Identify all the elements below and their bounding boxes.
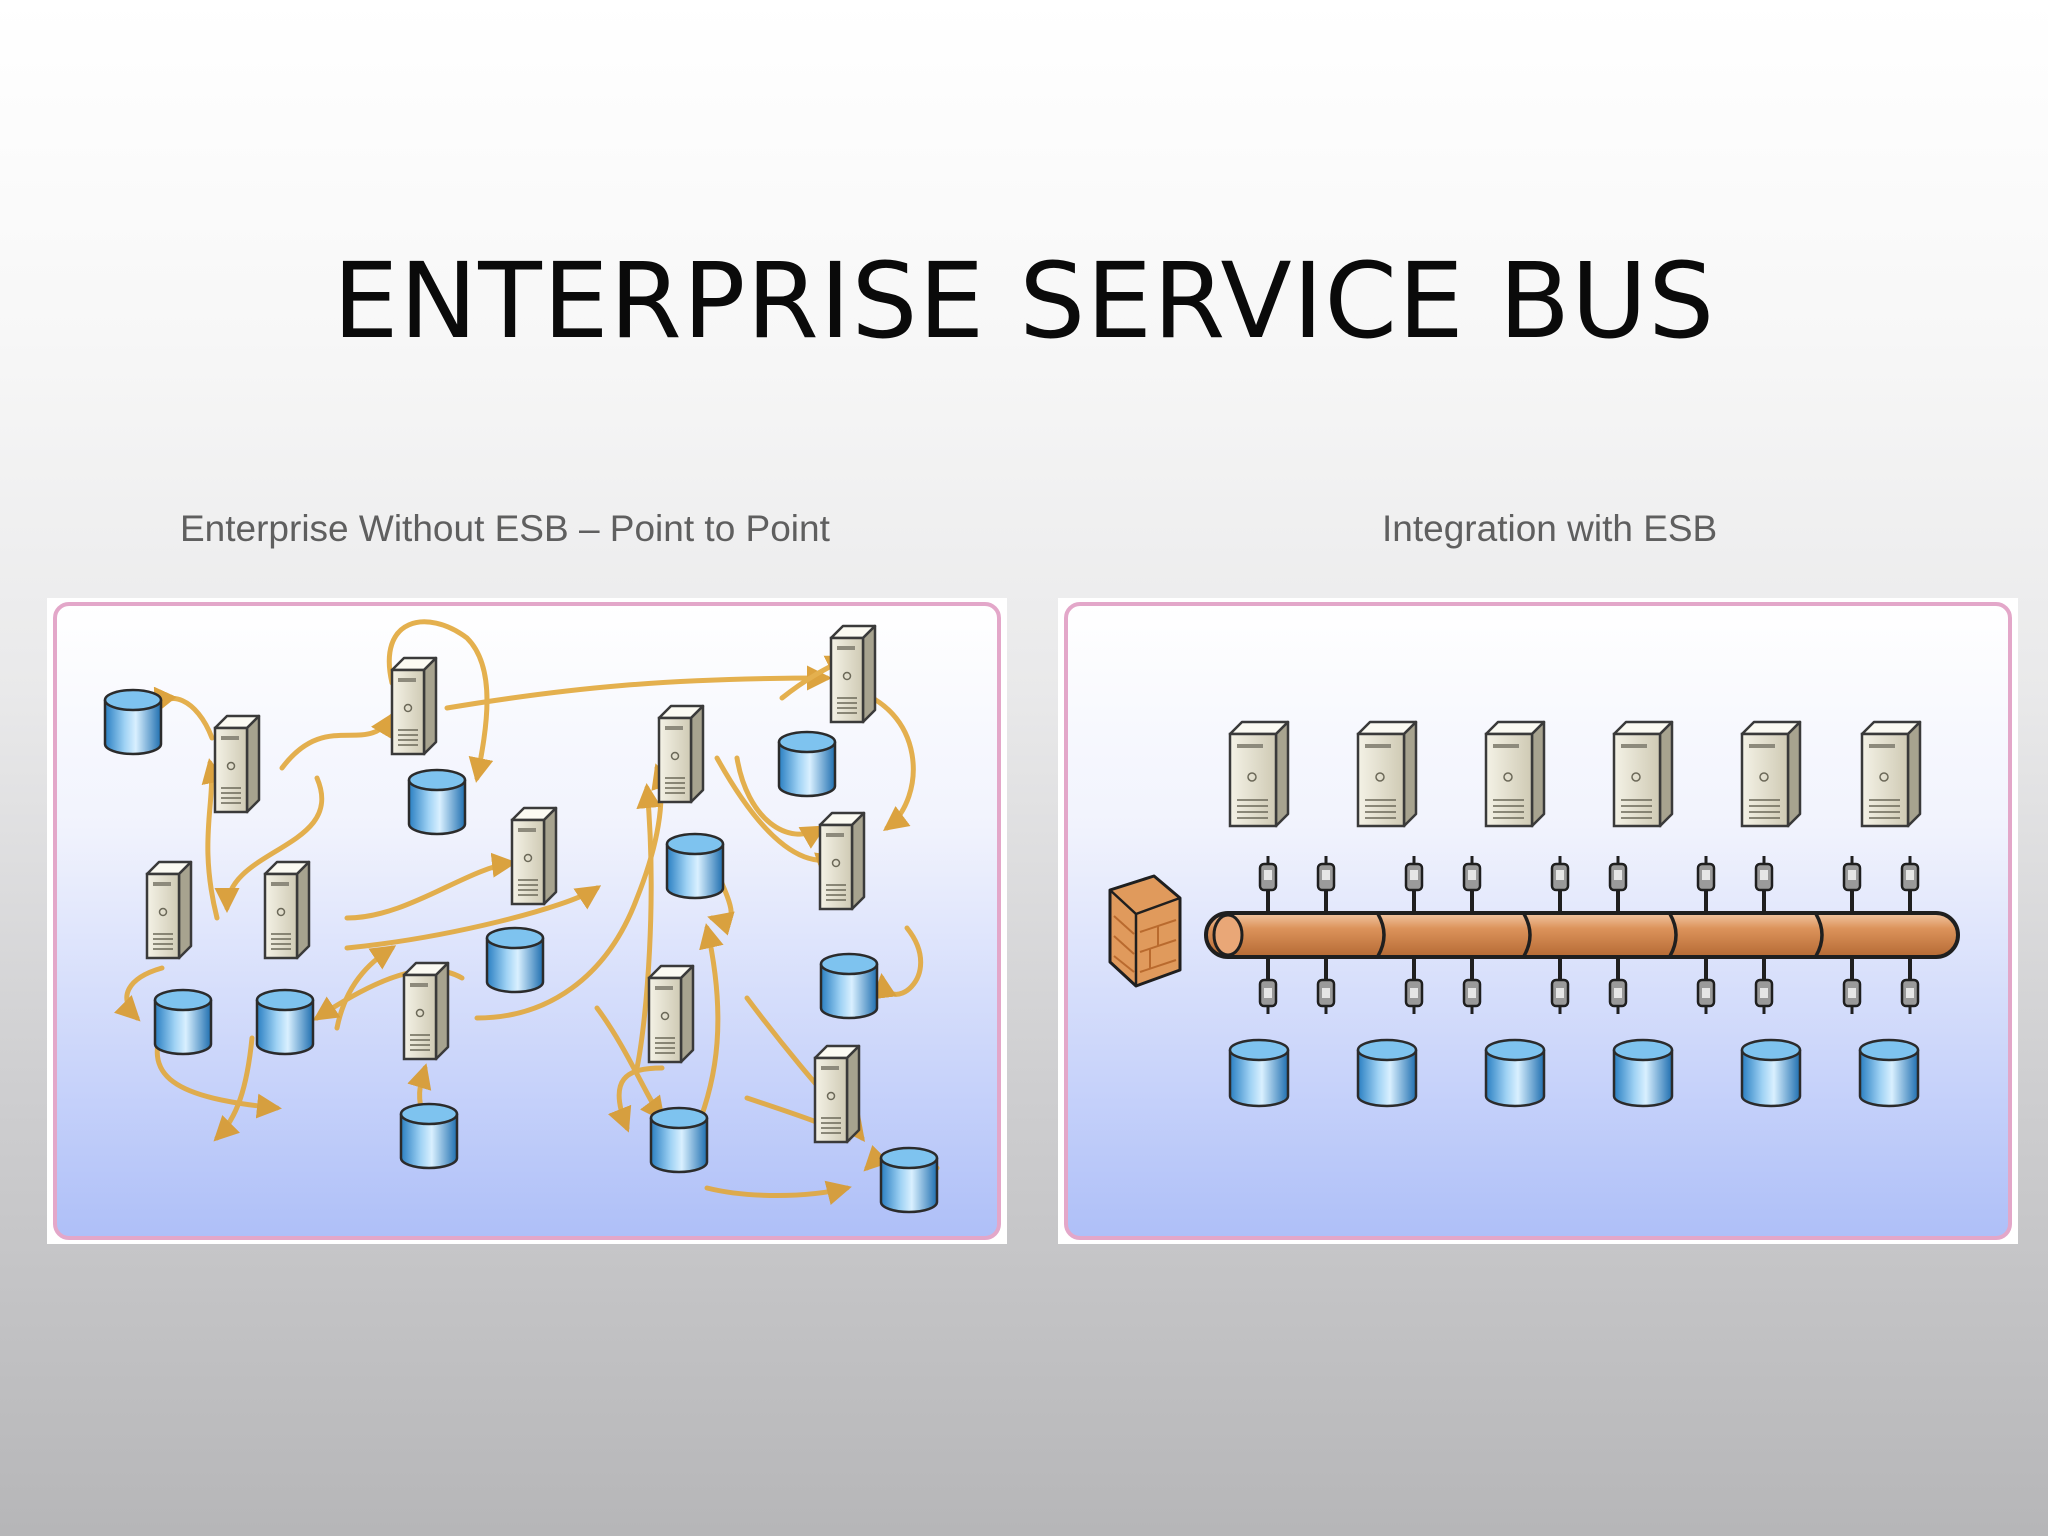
database-icon [1484,1038,1546,1108]
database-icon [255,988,315,1056]
database-icon [485,926,545,994]
server-icon [510,806,558,906]
database-icon [1356,1038,1418,1108]
left-diagram-caption: Enterprise Without ESB – Point to Point [180,508,830,549]
server-icon [1356,720,1418,828]
database-icon [819,952,879,1020]
server-icon [657,704,705,804]
server-icon [1612,720,1674,828]
server-icon [647,964,695,1064]
database-icon [407,768,467,836]
database-icon [1612,1038,1674,1108]
bus-pipe [1204,911,1960,959]
point-to-point-diagram [47,598,1007,1244]
database-icon [777,730,837,798]
right-diagram-caption: Integration with ESB [1382,508,1718,549]
server-icon [813,1044,861,1144]
database-icon [1740,1038,1802,1108]
esb-integration-diagram-svg [1064,602,2012,1240]
database-icon [879,1146,939,1214]
esb-integration-diagram [1058,598,2018,1244]
firewall-icon [1108,874,1182,988]
server-icon [1740,720,1802,828]
database-icon [649,1106,709,1174]
server-icon [263,860,311,960]
database-icon [1858,1038,1920,1108]
database-icon [1228,1038,1290,1108]
database-icon [399,1102,459,1170]
slide-title: ENTERPRISE SERVICE BUS [332,240,1716,362]
server-icon [402,961,450,1061]
point-to-point-diagram-svg [53,602,1001,1240]
server-icon [1228,720,1290,828]
database-icon [103,688,163,756]
diagram-background [53,602,1001,1240]
database-icon [153,988,213,1056]
database-icon [665,832,725,900]
server-icon [390,656,438,756]
server-icon [1860,720,1922,828]
server-icon [213,714,261,814]
server-icon [1484,720,1546,828]
server-icon [818,811,866,911]
server-icon [829,624,877,724]
server-icon [145,860,193,960]
